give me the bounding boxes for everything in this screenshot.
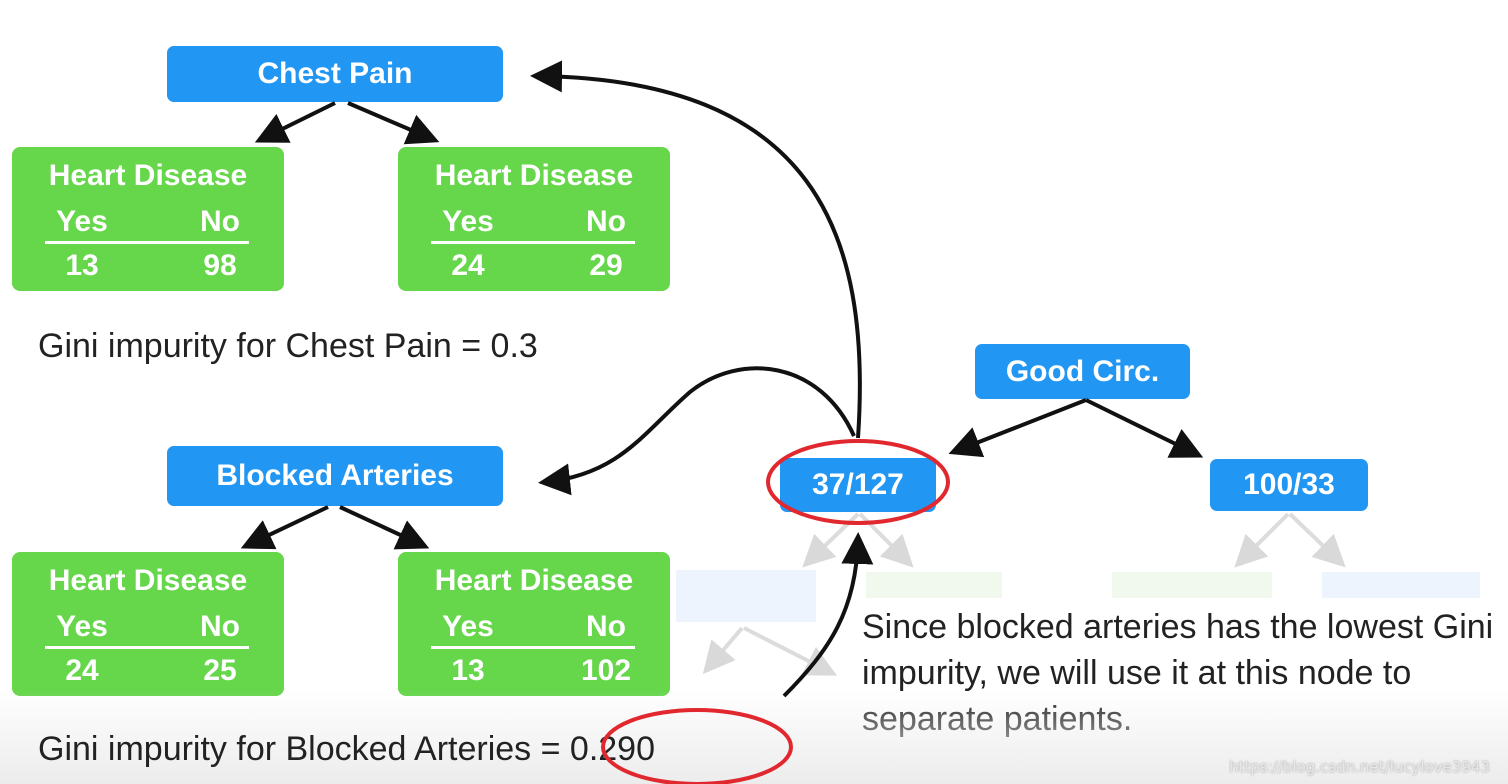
faint-arrow: [1234, 512, 1290, 568]
bottom-fade: [0, 690, 1508, 784]
faint-arrow: [702, 626, 744, 675]
chest-pain-left-leaf: Heart Disease Yes No 13 98: [12, 147, 284, 291]
blocked-arteries-left-arrow: [240, 505, 329, 550]
divider-line: [431, 646, 635, 649]
faint-arrows: [702, 512, 1346, 676]
good-circ-node: Good Circ.: [975, 344, 1190, 399]
blocked-arteries-left-leaf: Heart Disease Yes No 24 25: [12, 552, 284, 696]
good-circ-right-child: 100/33: [1210, 459, 1368, 511]
yes-label: Yes: [442, 610, 494, 643]
no-label: No: [586, 610, 626, 643]
divider-line: [45, 241, 249, 244]
arrow-from-gini-to-node: [782, 532, 874, 698]
leaf-title: Heart Disease: [434, 564, 634, 597]
chest-pain-right-leaf: Heart Disease Yes No 24 29: [398, 147, 670, 291]
chest-pain-right-arrow: [347, 101, 440, 145]
yes-label: Yes: [442, 205, 494, 238]
yes-count: 13: [451, 654, 485, 687]
blocked-arteries-gini-caption: Gini impurity for Blocked Arteries = 0.2…: [38, 730, 655, 768]
no-count: 29: [589, 249, 623, 282]
no-label: No: [200, 610, 240, 643]
ghost-box-green-2: [1112, 572, 1272, 598]
divider-line: [431, 241, 635, 244]
highlight-ellipse-gini: [601, 708, 793, 784]
blocked-arteries-right-arrow: [339, 505, 430, 550]
no-count: 98: [203, 249, 237, 282]
chest-pain-node: Chest Pain: [167, 46, 503, 102]
faint-arrow: [1288, 512, 1346, 568]
good-circ-right-arrow: [1085, 398, 1204, 458]
good-circ-left-child: 37/127: [780, 458, 936, 512]
ghost-box-blue-1: [676, 570, 816, 622]
tree-arrows: [240, 60, 1204, 698]
ghost-box-blue-2: [1322, 572, 1480, 598]
arrow-to-chest-pain: [530, 60, 862, 439]
leaf-title: Heart Disease: [434, 159, 634, 192]
divider-line: [45, 646, 249, 649]
yes-label: Yes: [56, 205, 108, 238]
leaf-title: Heart Disease: [48, 564, 248, 597]
leaf-title: Heart Disease: [48, 159, 248, 192]
no-label: No: [586, 205, 626, 238]
blocked-arteries-node: Blocked Arteries: [167, 446, 503, 506]
highlight-ellipse-node: [766, 439, 950, 525]
ghost-box-green-1: [866, 572, 1002, 598]
blocked-arteries-right-leaf: Heart Disease Yes No 13 102: [398, 552, 670, 696]
yes-count: 13: [65, 249, 99, 282]
watermark: https://blog.csdn.net/lucylove3943: [1229, 758, 1490, 776]
no-count: 102: [580, 654, 632, 687]
chest-pain-left-arrow: [254, 101, 336, 143]
yes-count: 24: [451, 249, 485, 282]
no-count: 25: [203, 654, 237, 687]
yes-label: Yes: [56, 610, 108, 643]
no-label: No: [200, 205, 240, 238]
yes-count: 24: [65, 654, 99, 687]
chest-pain-gini-caption: Gini impurity for Chest Pain = 0.3: [38, 327, 538, 365]
faint-arrow: [743, 626, 838, 676]
arrow-to-blocked-arteries: [538, 366, 856, 496]
good-circ-left-arrow: [948, 398, 1087, 458]
